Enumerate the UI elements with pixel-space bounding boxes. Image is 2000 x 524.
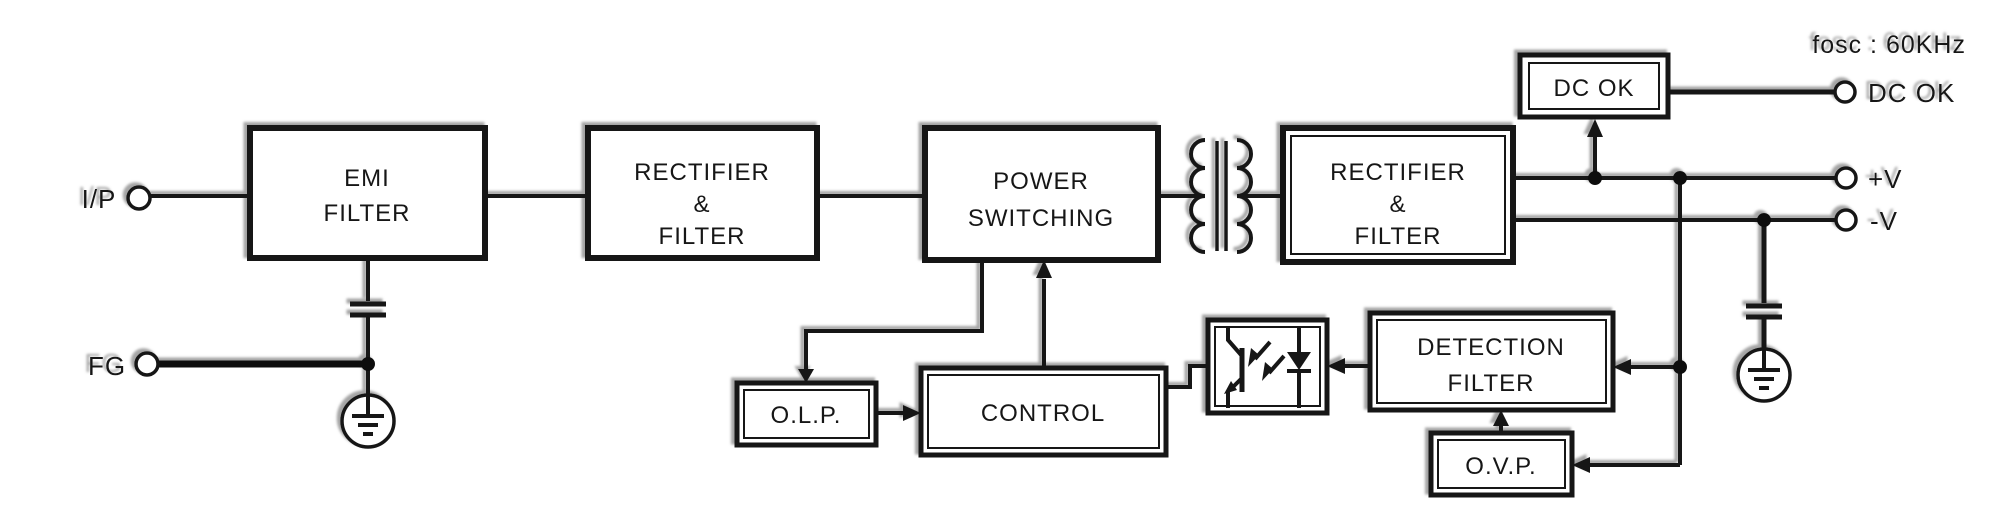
arrowhead-into-olp [798,369,814,383]
input-rectifier-block [585,125,820,261]
output-rectifier-inner-border [1290,135,1506,255]
power-switching-label-line1: POWER [993,168,1089,195]
ovp-block [1428,430,1575,498]
arrowhead-into-control [903,405,921,421]
vminus-terminal-label: -V [1870,206,1898,236]
junction-dot-dcok-sense [1588,171,1602,185]
capacitor-icon-right [1746,303,1782,320]
emi-filter-label-line1: EMI [344,165,390,192]
arrowhead-into-ovp [1572,457,1590,473]
fg-terminal-label: FG [88,351,126,381]
output-rectifier-label-line1: RECTIFIER [1330,159,1466,186]
ground-circle [1736,347,1792,403]
input-rectifier-label-line2: & [693,191,710,218]
junction-dot-vminus [1757,213,1771,227]
arrowhead-into-dc-ok [1587,119,1603,137]
detection-filter-label-line1: DETECTION [1417,334,1565,361]
power-switching-label-line2: SWITCHING [968,205,1114,232]
phototransistor-collector [1226,327,1244,358]
earth-ground-icon-left [340,393,396,449]
vminus-terminal-circle [1834,208,1858,232]
dc-ok-block [1517,52,1671,120]
dcok-terminal-circle [1833,80,1857,104]
optocoupler-inner-border [1214,326,1321,407]
emi-filter-label-line2: FILTER [324,200,411,227]
detection-filter-label-line2: FILTER [1448,370,1535,397]
control-inner-border [927,374,1160,449]
ground-bars [352,414,384,436]
input-rectifier-label-line1: RECTIFIER [634,159,770,186]
dcok-terminal-label: DC OK [1868,78,1955,108]
olp-block [734,380,879,448]
vplus-terminal-label: +V [1868,164,1903,194]
output-rectifier-label-line2: & [1389,191,1406,218]
junction-dot-detection-branch [1673,360,1687,374]
olp-inner-border [743,389,870,439]
control-block [918,365,1169,458]
arrowhead-into-power-switching [1036,260,1052,278]
wire-switching-to-olp [804,260,984,370]
junction-dot-fg [361,357,375,371]
light-arrowhead-1 [1248,348,1259,367]
wire-control-to-optocoupler [1166,364,1208,389]
transformer-primary-winding [1189,138,1206,254]
optocoupler-icon [1205,317,1330,416]
earth-ground-icon-right [1736,347,1792,403]
detection-filter-block [1367,310,1616,413]
transformer-secondary-winding [1236,138,1253,254]
transformer-core [1215,141,1228,251]
arrowhead-ovp-into-detection [1493,410,1509,426]
light-arrowhead-2 [1262,362,1273,381]
led-triangle [1287,352,1311,370]
emi-filter-block [247,125,488,261]
phototransistor-emitter-arrowhead [1224,381,1237,394]
output-rectifier-label-line3: FILTER [1355,223,1442,250]
arrowhead-into-optocoupler [1327,358,1345,374]
input-terminal-label: I/P [82,184,117,214]
ovp-label: O.V.P. [1465,453,1536,480]
input-rectifier-label-line3: FILTER [659,223,746,250]
fg-terminal-circle [134,351,160,377]
control-label: CONTROL [981,400,1105,427]
fosc-annotation: fosc : 60KHz [1812,31,1966,59]
vplus-terminal-circle [1834,166,1858,190]
power-switching-block [922,125,1161,263]
output-rectifier-block [1280,125,1516,265]
input-terminal-circle [126,185,152,211]
junction-dot-vplus-sense [1673,171,1687,185]
arrowhead-into-detection-filter [1613,359,1631,375]
transformer-icon [1189,138,1253,254]
ground-bars [1748,368,1780,390]
dc-ok-block-label: DC OK [1553,75,1634,102]
dc-ok-inner-border [1528,62,1660,110]
capacitor-icon-left [350,301,386,318]
olp-label: O.L.P. [771,402,842,429]
detection-filter-inner-border [1376,319,1607,404]
ovp-inner-border [1437,439,1566,489]
ground-circle [340,393,396,449]
